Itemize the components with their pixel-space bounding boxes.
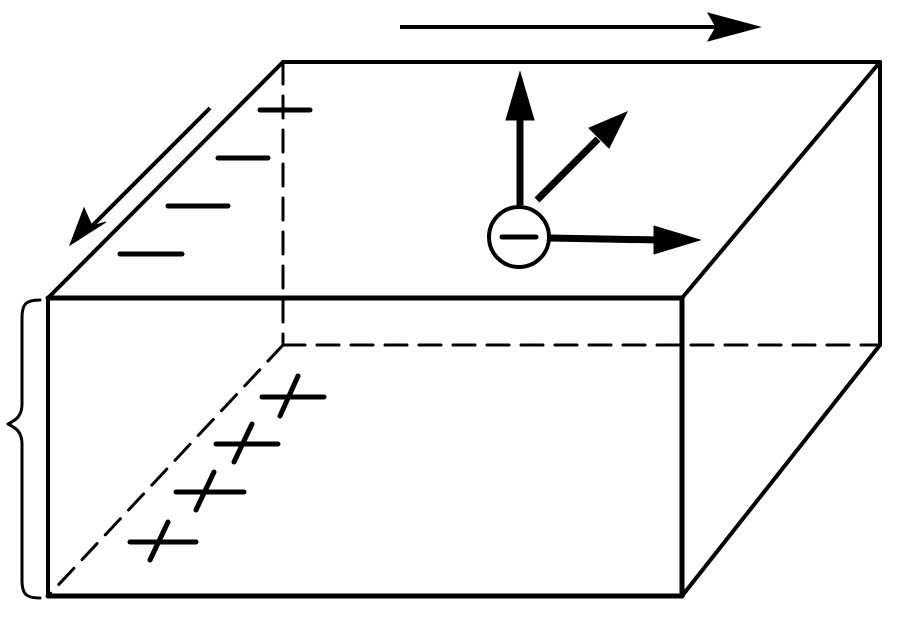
positive-charge-2 — [213, 421, 281, 465]
top-flow-arrowhead — [706, 12, 762, 42]
charged-particle-group — [487, 70, 702, 269]
positive-charge-4 — [127, 519, 199, 563]
positive-charges — [127, 373, 327, 563]
diagonal-arrow-shaft — [534, 136, 601, 203]
hidden-bottom-left-edge — [46, 343, 285, 598]
positive-charge-1 — [259, 373, 327, 419]
positive-charge-3 — [173, 469, 247, 513]
top-left-edge — [46, 60, 285, 300]
left-flow-arrow — [68, 106, 212, 247]
thickness-brace-icon — [6, 298, 42, 600]
right-arrow-head — [653, 225, 702, 255]
negative-charges — [117, 107, 313, 257]
top-right-edge — [680, 60, 882, 300]
up-arrow-head — [505, 70, 535, 121]
box-visible-edges — [45, 60, 882, 599]
box-hidden-edges — [46, 60, 882, 598]
top-flow-arrow — [400, 12, 762, 42]
left-flow-arrowhead — [68, 206, 107, 247]
right-arrow-shaft — [549, 234, 661, 244]
left-flow-arrow-shaft — [90, 106, 212, 228]
right-bottom-edge — [680, 343, 882, 598]
diagonal-arrow-head — [588, 111, 629, 149]
